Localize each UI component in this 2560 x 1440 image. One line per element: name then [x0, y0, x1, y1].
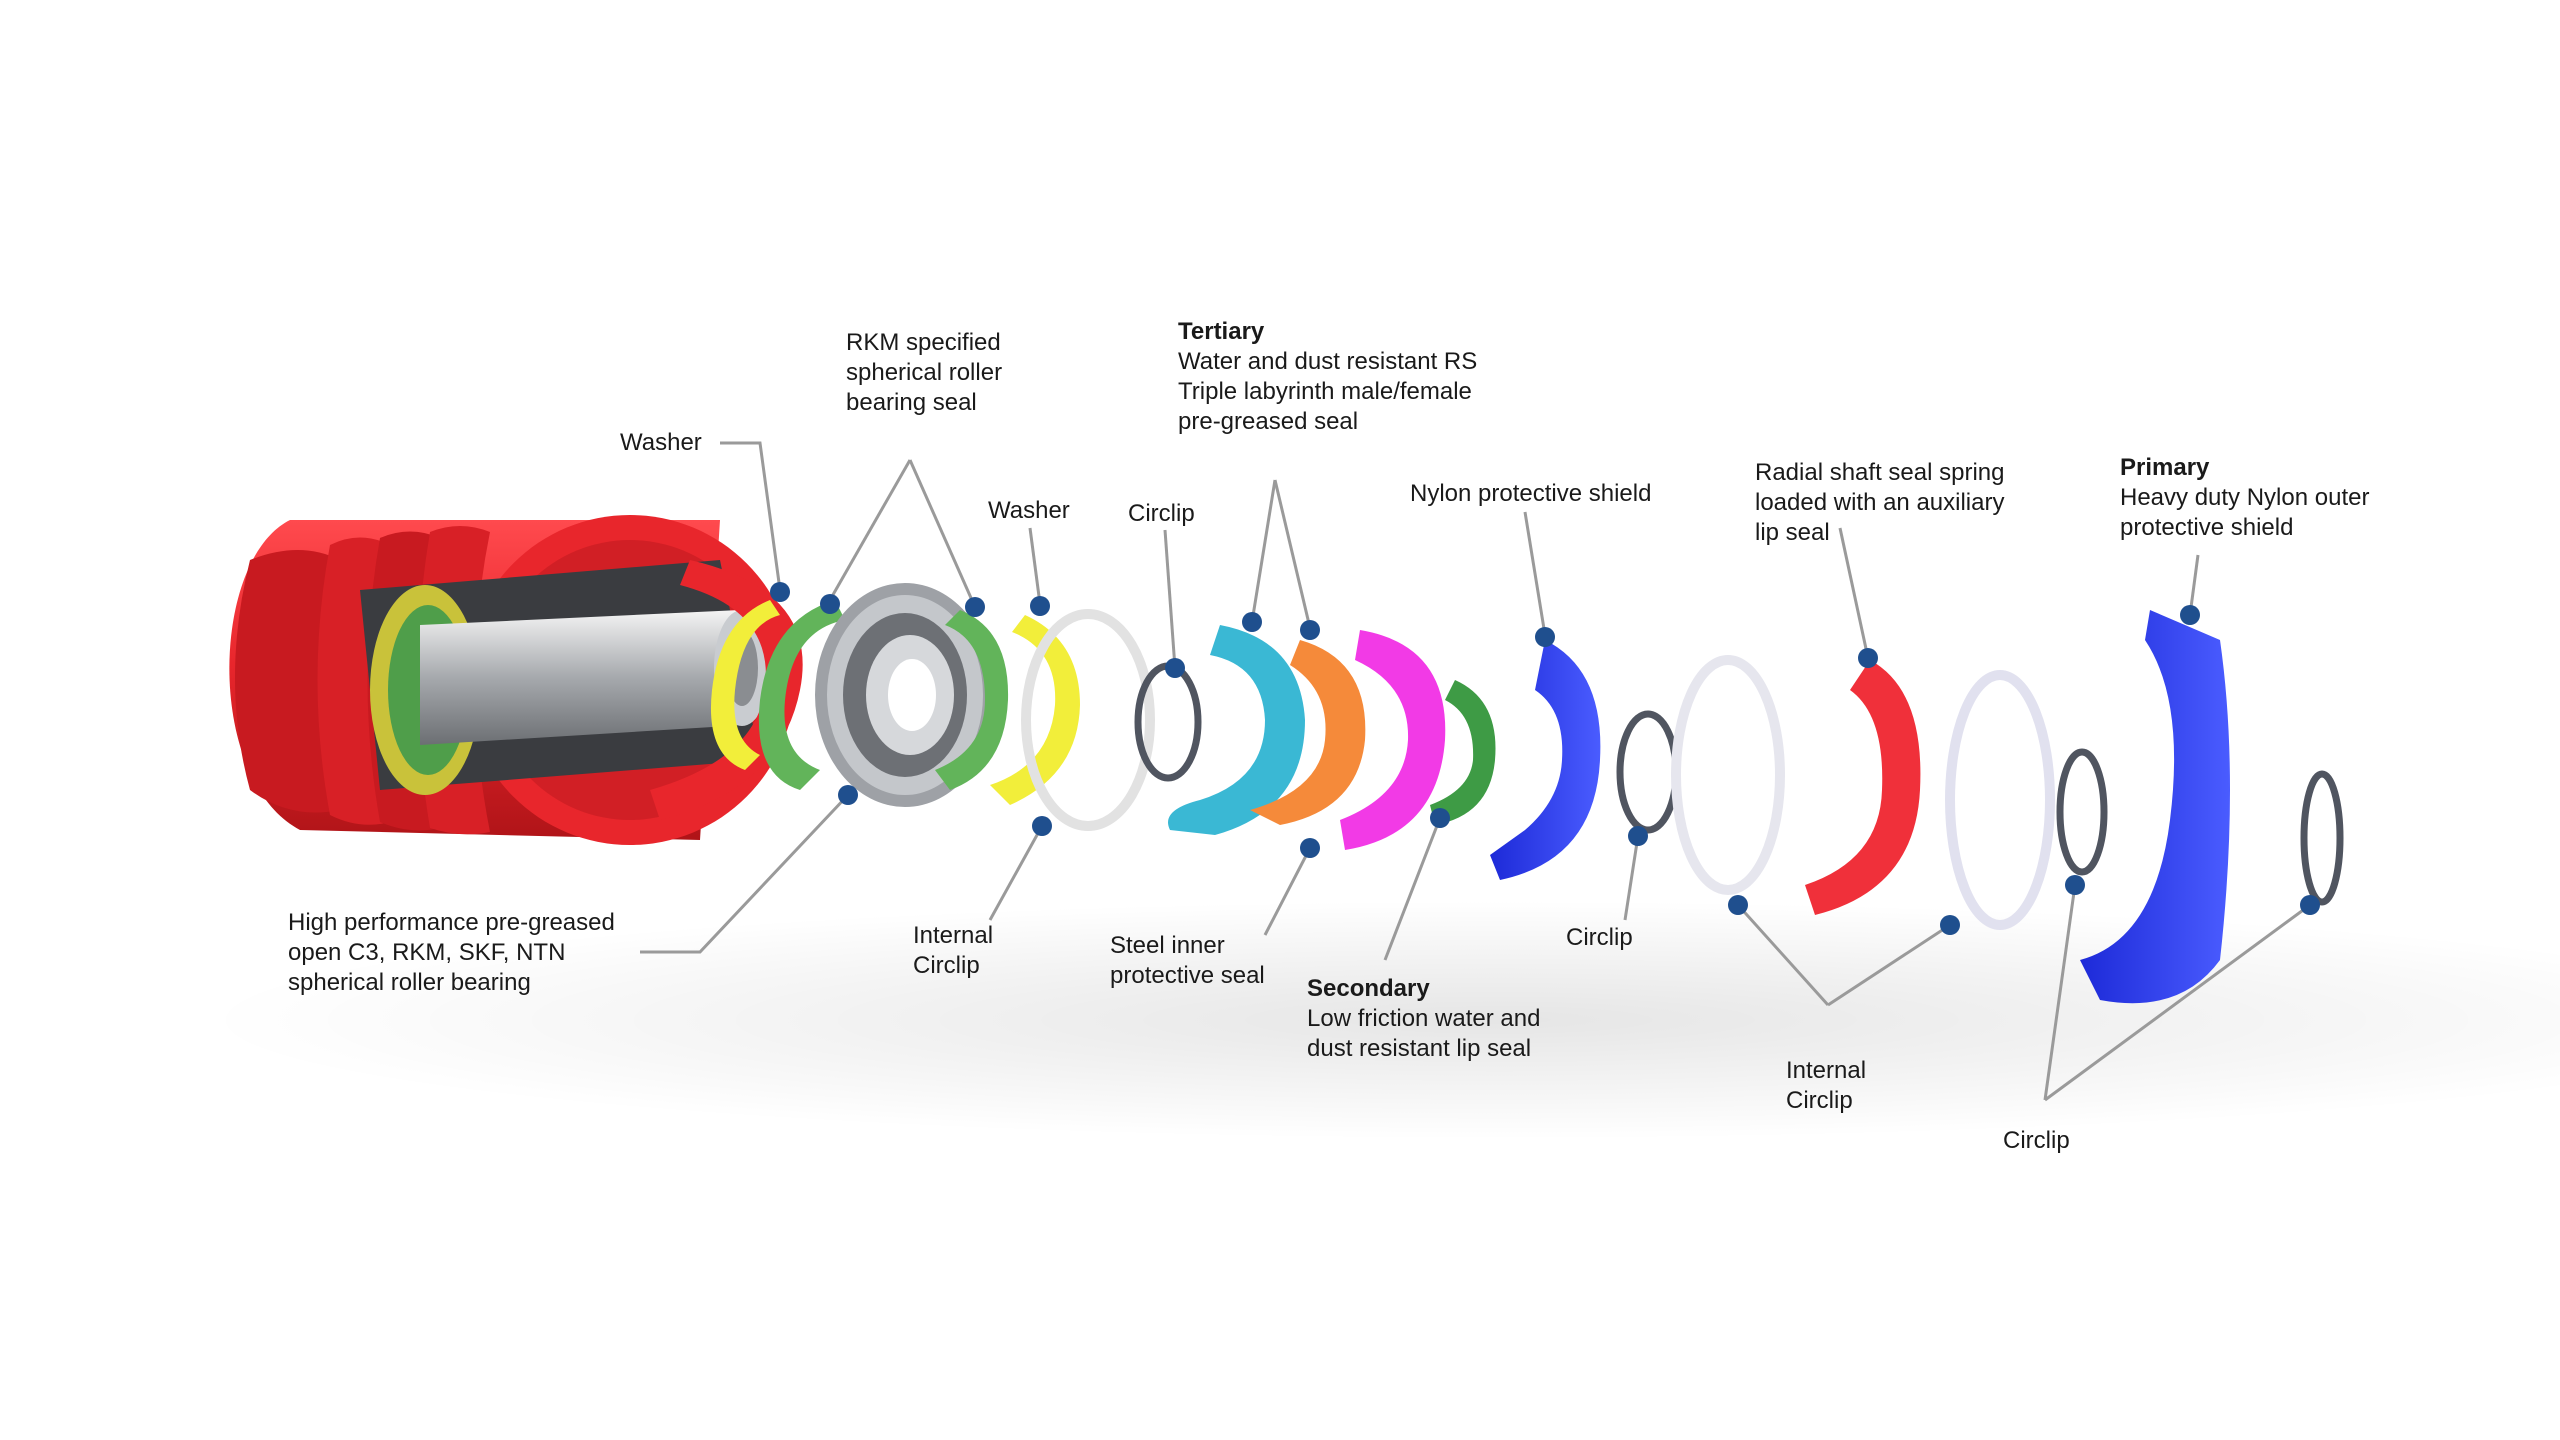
nylon-protective-shield: [1490, 640, 1601, 880]
label-line: Steel inner: [1110, 932, 1225, 959]
label-line: Circlip: [1786, 1087, 1853, 1114]
circlip-2: [1616, 710, 1680, 834]
label-tertiary: Water and dust resistant RS Triple labyri…: [1178, 348, 1477, 435]
label-line: Circlip: [2003, 1127, 2070, 1154]
label-rkm-seal: RKM specified spherical roller bearing sea…: [846, 329, 1002, 416]
label-radial-seal: Radial shaft seal spring loaded with an a…: [1755, 459, 2004, 546]
label-line: Nylon protective shield: [1410, 480, 1651, 507]
label-line: High performance pre-greased: [288, 909, 615, 936]
label-line: bearing seal: [846, 389, 977, 416]
label-nylon-shield: Nylon protective shield: [1410, 480, 1651, 507]
internal-circlip-2a: [1671, 655, 1785, 895]
label-line: Internal: [913, 922, 993, 949]
label-washer-1: Washer: [620, 429, 702, 456]
label-primary-title: Primary: [2120, 454, 2210, 481]
washer-1: [710, 600, 780, 770]
label-line: Circlip: [1128, 500, 1195, 527]
label-bearing: High performance pre-greased open C3, RKM…: [288, 909, 615, 996]
label-circlip-2: Circlip: [1566, 924, 1633, 951]
label-line: Triple labyrinth male/female: [1178, 378, 1472, 405]
washer-2: [990, 615, 1080, 805]
label-line: pre-greased seal: [1178, 408, 1358, 435]
label-line: Radial shaft seal spring: [1755, 459, 2004, 486]
label-line: loaded with an auxiliary: [1755, 489, 2004, 516]
label-line: protective shield: [2120, 514, 2293, 541]
rkm-seal-1: [758, 600, 845, 790]
circlip-3b: [2300, 770, 2344, 906]
label-line: dust resistant lip seal: [1307, 1035, 1531, 1062]
label-washer-2: Washer: [988, 497, 1070, 524]
label-line: lip seal: [1755, 519, 1830, 546]
label-circlip-3: Circlip: [2003, 1127, 2070, 1154]
spherical-roller-bearing: [815, 583, 995, 807]
label-secondary: Low friction water and dust resistant lip…: [1307, 1005, 1540, 1062]
label-line: Washer: [988, 497, 1070, 524]
label-secondary-title: Secondary: [1307, 975, 1430, 1002]
label-line: Circlip: [913, 952, 980, 979]
secondary-lip-seal: [1430, 680, 1496, 825]
label-tertiary-title: Tertiary: [1178, 318, 1265, 345]
rkm-seal-2: [935, 610, 1009, 790]
steel-inner-protective-seal: [1340, 630, 1446, 850]
marker-dots: [770, 582, 2320, 935]
label-circlip-1: Circlip: [1128, 500, 1195, 527]
label-steel-seal: Steel inner protective seal: [1110, 932, 1265, 989]
label-line: open C3, RKM, SKF, NTN: [288, 939, 565, 966]
internal-circlip-1: [1021, 609, 1155, 831]
label-line: Low friction water and: [1307, 1005, 1540, 1032]
label-line: spherical roller bearing: [288, 969, 531, 996]
shaft: [420, 610, 745, 745]
label-line: RKM specified: [846, 329, 1001, 356]
label-line: Circlip: [1566, 924, 1633, 951]
labyrinth-seal-male: [1168, 625, 1305, 835]
radial-shaft-seal: [1805, 660, 1921, 915]
label-line: Internal: [1786, 1057, 1866, 1084]
labyrinth-seal-female: [1250, 640, 1366, 825]
circlip-3a: [2056, 748, 2108, 876]
label-line: Water and dust resistant RS: [1178, 348, 1477, 375]
label-primary: Heavy duty Nylon outer protective shield: [2120, 484, 2369, 541]
internal-circlip-2b: [1945, 670, 2055, 930]
label-line: spherical roller: [846, 359, 1002, 386]
label-line: Washer: [620, 429, 702, 456]
primary-outer-shield: [2080, 610, 2230, 1004]
leader-lines: [640, 441, 2311, 1102]
floor-shadow: [200, 900, 2560, 1140]
label-line: Heavy duty Nylon outer: [2120, 484, 2369, 511]
label-line: protective seal: [1110, 962, 1265, 989]
